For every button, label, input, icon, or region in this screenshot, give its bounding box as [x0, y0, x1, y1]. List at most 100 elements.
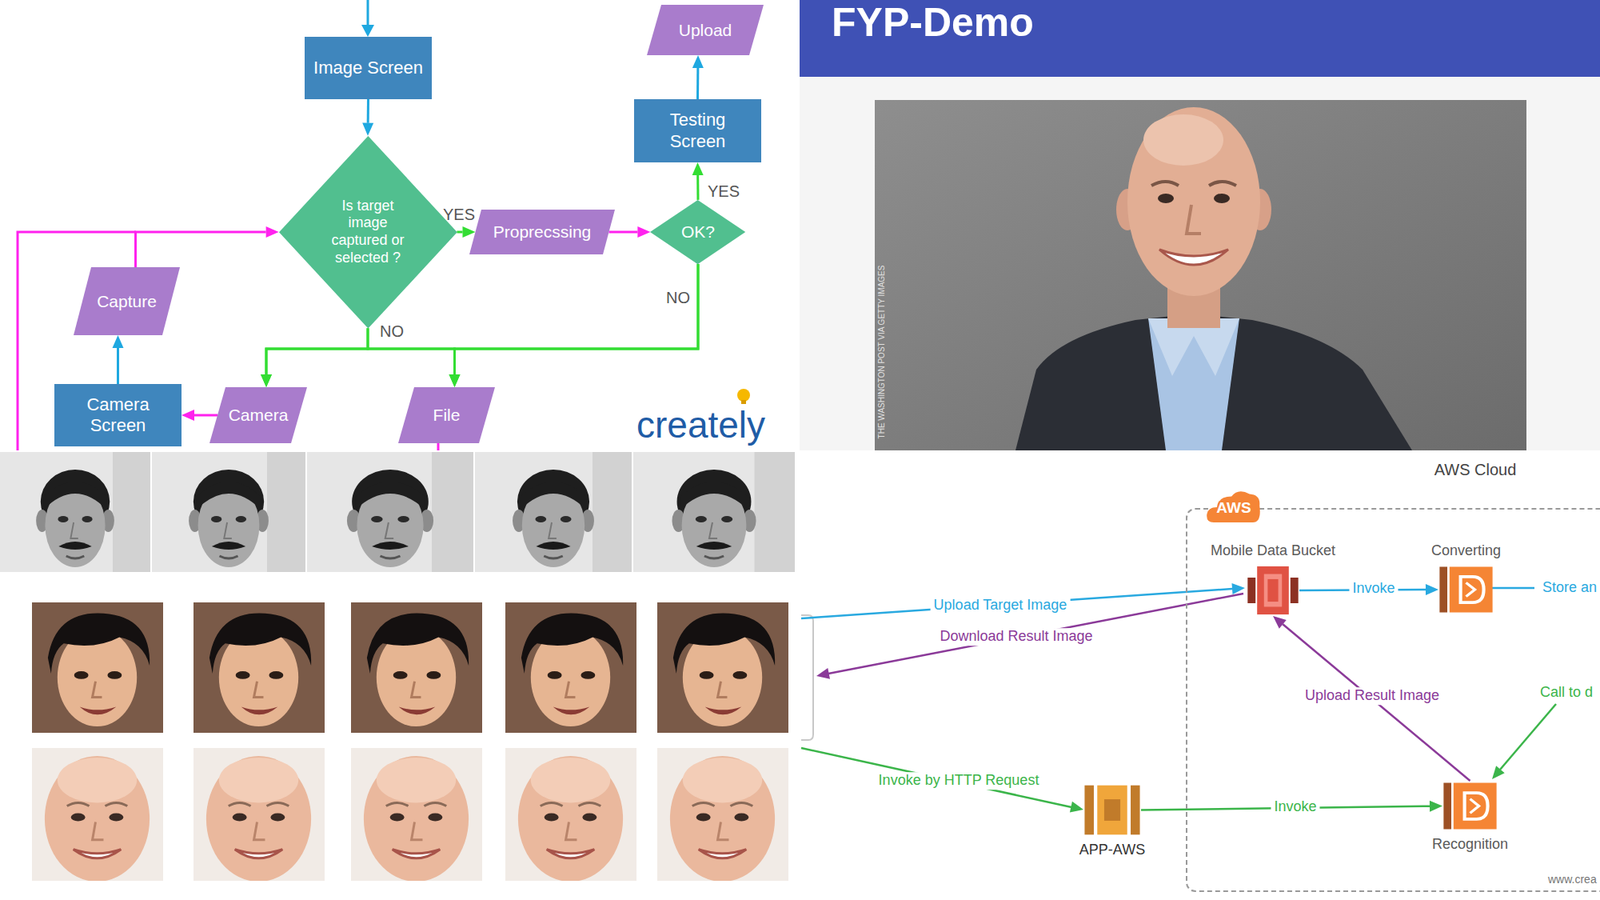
face-photo [351, 602, 483, 733]
connector-line [454, 263, 699, 375]
parallelogram [469, 209, 615, 255]
flowchart-extras [17, 0, 751, 451]
face-photo [31, 747, 164, 882]
service-icon [1083, 782, 1142, 837]
edge-label: NO [379, 321, 404, 341]
connector-line [609, 230, 639, 233]
eye [1213, 193, 1230, 204]
flow-line [1500, 703, 1557, 770]
page-title: FYP-Demo [831, 0, 1034, 47]
node-label: Testing Screen [654, 109, 743, 152]
screen-ground [799, 76, 1600, 451]
face-samples [0, 451, 795, 882]
photo [874, 99, 1527, 451]
arrowhead [692, 162, 704, 176]
service-icon [1246, 564, 1300, 616]
connector [456, 226, 475, 238]
node-label: File [433, 404, 461, 425]
face-photo [193, 602, 325, 733]
connector-line [367, 99, 370, 124]
connector-line [266, 327, 368, 375]
edge-label: Invoke [1348, 579, 1398, 598]
arrowhead [692, 55, 704, 68]
flow-label: Store an [1539, 578, 1600, 597]
decision-diamond: OK? [650, 199, 746, 264]
flow-line [1492, 586, 1535, 590]
arrowhead [816, 667, 830, 679]
io-parallelogram: Proprecssing [469, 209, 615, 255]
arrowhead [361, 24, 375, 37]
storage-icon: Mobile Data Bucket [1246, 564, 1300, 616]
flow-label: Invoke by HTTP Request [875, 771, 1043, 790]
logo-bulb [737, 388, 751, 402]
node-label: OK? [681, 221, 715, 242]
connector-line [696, 175, 699, 200]
node-label: Camera [228, 404, 289, 425]
node-label: Is target image captured or selected ? [323, 197, 413, 267]
icon-caption: APP-AWS [1079, 841, 1146, 859]
arrowhead [362, 123, 374, 136]
arrowhead [637, 226, 651, 238]
connector [112, 335, 124, 384]
arrowhead [449, 374, 461, 388]
face-photo [505, 602, 637, 733]
face-photo [351, 747, 483, 882]
connector [692, 162, 704, 200]
return-line [437, 442, 440, 451]
arrowhead [260, 374, 272, 388]
smile [1159, 249, 1229, 265]
parallelogram [646, 4, 764, 56]
face-photo [0, 451, 151, 572]
io-parallelogram: Upload [646, 4, 764, 56]
function-icon: Converting [1438, 564, 1494, 615]
connector [362, 99, 374, 136]
bracket [801, 614, 814, 740]
connector [609, 226, 651, 238]
flow-line [801, 747, 1072, 807]
face-photo [657, 602, 789, 733]
brow [1151, 181, 1179, 186]
arrowhead [449, 374, 461, 388]
connector-line [135, 231, 267, 268]
parallelogram [398, 387, 495, 443]
connector-line [696, 67, 699, 100]
arrowhead [260, 374, 272, 388]
arrowhead [1425, 583, 1439, 595]
face-photo [31, 602, 164, 733]
incoming-line [367, 0, 370, 25]
watermark: www.crea [1548, 872, 1597, 886]
logo-bulb [741, 399, 747, 404]
aws-badge: AWS [1205, 485, 1262, 524]
connector-line [116, 347, 120, 384]
head [1127, 107, 1261, 296]
parallelogram [209, 387, 308, 443]
flow-label: Upload Target Image [930, 596, 1071, 615]
edge-label: Invoke [1270, 798, 1320, 816]
edge-label: YES [442, 204, 475, 224]
header-band: FYP-Demo [799, 0, 1600, 77]
function-icon: Recognition [1442, 780, 1498, 831]
flow-label: Call to d [1536, 683, 1597, 702]
edge-label: YES [707, 181, 740, 201]
connector-line [1282, 623, 1470, 781]
service-icon [1438, 564, 1494, 615]
arrowhead [266, 226, 280, 238]
head-highlight [1143, 114, 1224, 166]
connector [181, 409, 218, 421]
nose [1186, 204, 1201, 234]
flow-line [801, 588, 1233, 619]
process-box: Testing Screen [634, 99, 762, 163]
icon-caption: Converting [1431, 542, 1501, 560]
face-photo [307, 451, 474, 572]
eye [1157, 193, 1174, 204]
face-photo [505, 747, 637, 882]
gateway-icon: APP-AWS [1083, 782, 1142, 837]
face-photo [193, 747, 325, 882]
brow [1208, 181, 1237, 186]
suit [1015, 313, 1413, 451]
process-box: Image Screen [304, 36, 432, 100]
